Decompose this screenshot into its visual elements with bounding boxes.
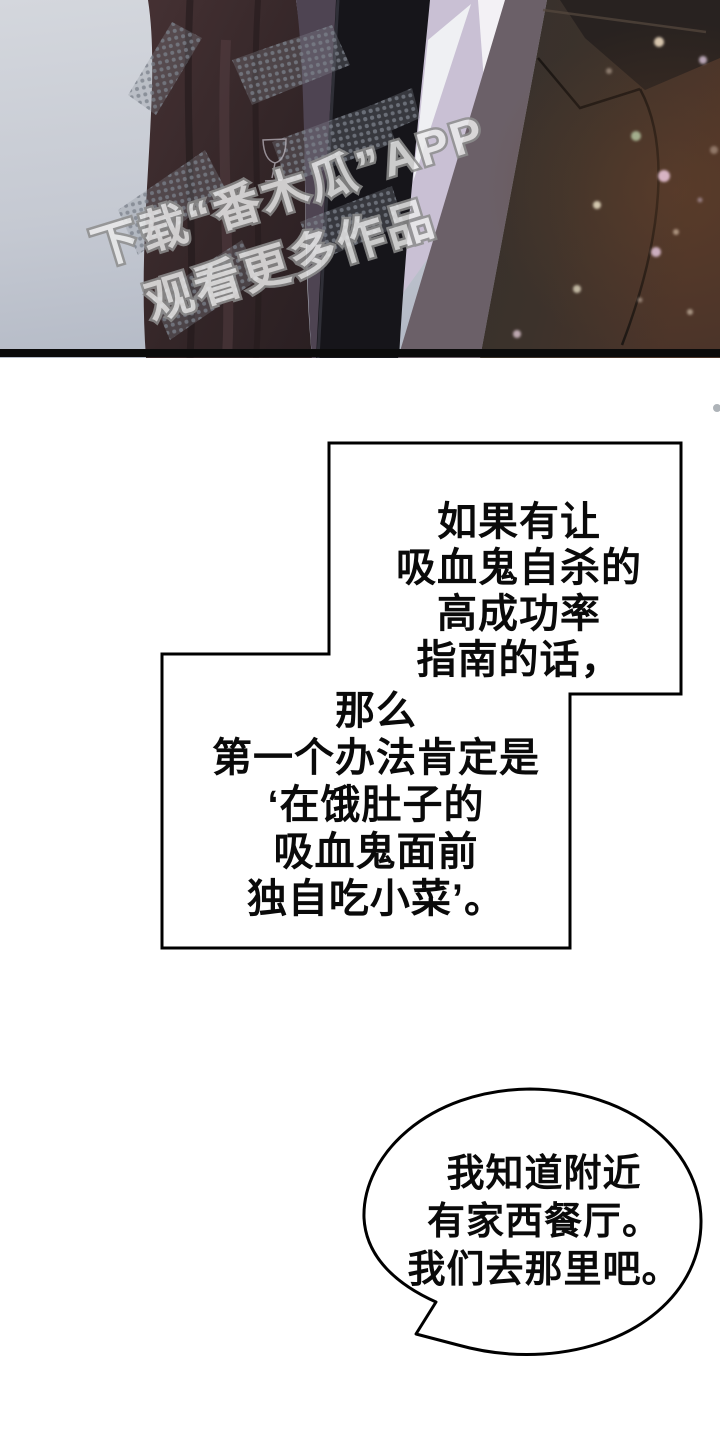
strap-band-shape [398,0,547,358]
curtain-fold-line-2 [252,0,262,358]
sparkles-group [513,37,718,338]
curtain-highlight-line [219,39,234,357]
dialog-line: ‘在饿肚子的 [267,783,485,827]
dialog-line: 高成功率 [437,592,601,636]
edge-speck-mark [713,404,720,412]
dialog-line: 那么 [335,689,417,733]
warm-light-glow [485,20,720,358]
dialog-line: 有家西餐厅。 [426,1200,661,1243]
panel-border-bar [0,349,720,357]
speech-bubble-text: 我知道附近 有家西餐厅。 我们去那里吧。 [376,1088,712,1355]
comic-panel-illustration: 下载“番木瓜”APP 观看更多作品 [0,0,720,358]
dialog-line: 吸血鬼自杀的 [396,546,642,590]
wine-glass-doodle-icon [262,138,287,182]
dialog-line: 我知道附近 [446,1152,642,1195]
tie-shape [316,0,430,358]
dialog-line: 我们去那里吧。 [407,1248,681,1291]
dialog-line: 如果有让 [437,500,601,544]
dialog-line: 吸血鬼面前 [273,830,479,874]
dialog-line: 第一个办法肯定是 [212,736,540,780]
dialog-box-2: 那么 第一个办法肯定是 ‘在饿肚子的 吸血鬼面前 独自吃小菜’。 [172,654,580,948]
dialog-line: 独自吃小菜’。 [246,877,506,921]
shirt-collar-wedge [413,4,471,182]
